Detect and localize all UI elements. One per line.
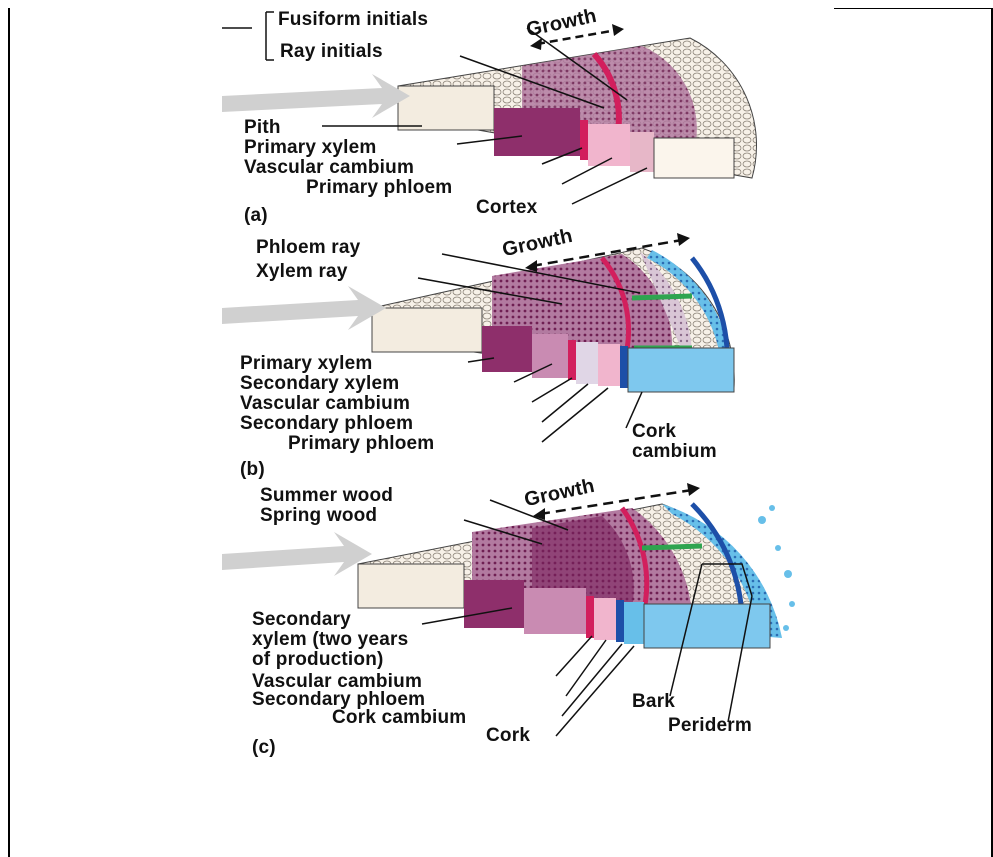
label-primary-phloem-b: Primary phloem [288, 434, 434, 453]
label-summer-wood: Summer wood [260, 486, 393, 505]
label-cambium-b: cambium [632, 442, 717, 461]
label-secondary-phloem-b: Secondary phloem [240, 414, 413, 433]
label-secondary-xylem-c-line1: Secondary [252, 610, 351, 629]
panel-b-tag: (b) [240, 460, 265, 479]
frame-left-border [8, 8, 10, 857]
label-spring-wood: Spring wood [260, 506, 377, 525]
label-primary-phloem-a: Primary phloem [306, 178, 452, 197]
panel-a-tag: (a) [244, 206, 268, 225]
label-fusiform-initials: Fusiform initials [278, 10, 428, 29]
label-cortex: Cortex [476, 198, 537, 217]
label-xylem-ray: Xylem ray [256, 262, 348, 281]
panel-a-arrow [222, 74, 410, 118]
label-secondary-xylem-c-line2: xylem (two years [252, 630, 408, 649]
label-secondary-xylem-b: Secondary xylem [240, 374, 399, 393]
label-phloem-ray: Phloem ray [256, 238, 360, 257]
panel-c-arrow [222, 532, 372, 576]
frame-top-border [834, 8, 993, 9]
label-vascular-cambium-b: Vascular cambium [240, 394, 410, 413]
label-periderm: Periderm [668, 716, 752, 735]
label-cork-cambium-c: Cork cambium [332, 708, 466, 727]
label-primary-xylem-b: Primary xylem [240, 354, 373, 373]
label-cork-b: Cork [632, 422, 676, 441]
stem-growth-diagram: Fusiform initials Ray initials Growth Pi… [222, 8, 834, 788]
label-pith: Pith [244, 118, 281, 137]
panel-a-primary-xylem-band [494, 108, 580, 156]
label-primary-xylem-a: Primary xylem [244, 138, 377, 157]
label-bark: Bark [632, 692, 675, 711]
label-ray-initials: Ray initials [280, 42, 383, 61]
panel-b-arrow [222, 286, 386, 330]
label-vascular-cambium-a: Vascular cambium [244, 158, 414, 177]
label-cork-c: Cork [486, 726, 530, 745]
panel-c-tag: (c) [252, 738, 276, 757]
label-secondary-xylem-c-line3: of production) [252, 650, 384, 669]
